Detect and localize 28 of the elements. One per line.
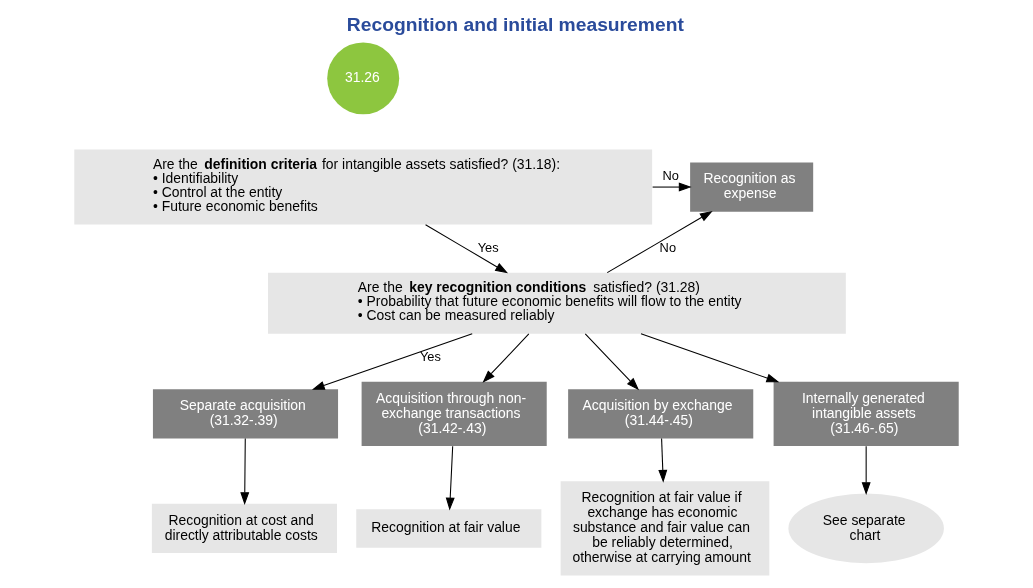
node-box: Acquisition by exchange (31.44-.45) <box>568 389 754 439</box>
diagram-title: Recognition and initial measurement <box>346 14 684 36</box>
node-circle: 31.26 <box>327 42 400 115</box>
node-box: Are the definition criteria for intangible assets satisfied? (31.18): • Identifiability • Control at the entity • Future economic benefits <box>74 149 653 225</box>
node-box: Are the key recognition conditions satisfied? (31.28) • Probability that future economic benefits will flow to the entity • Cost can be measured reliably <box>267 272 846 334</box>
node-box: Recognition at cost and directly attributable costs <box>151 503 337 554</box>
arrow <box>445 445 455 511</box>
arrow <box>861 445 871 496</box>
node-box: Internally generated intangible assets (31.46-.65) <box>773 381 959 447</box>
arrow <box>606 210 713 274</box>
node-box: Separate acquisition (31.32-.39) <box>152 389 339 439</box>
node-box: Recognition at fair value <box>356 509 542 548</box>
edge-label: No <box>659 239 677 255</box>
arrow <box>482 333 530 383</box>
edge-label: Yes <box>477 239 499 255</box>
node-box: Acquisition through non-exchange transactions (31.42-.43) <box>361 381 547 447</box>
arrow <box>640 333 780 383</box>
arrow <box>658 438 668 483</box>
edge-label: Yes <box>419 349 441 365</box>
arrow <box>584 333 640 391</box>
node-ellipse: See separate chart <box>788 493 944 564</box>
node-box: Recognition as expense <box>690 162 814 212</box>
node-box: Recognition at fair value if exchange has economic substance and fair value can be reliably determined, otherwise at carrying amount <box>560 481 770 576</box>
arrow <box>240 438 250 506</box>
arrow <box>652 182 692 192</box>
edge-label: No <box>662 168 679 184</box>
arrow <box>311 333 473 390</box>
arrow <box>425 224 508 274</box>
